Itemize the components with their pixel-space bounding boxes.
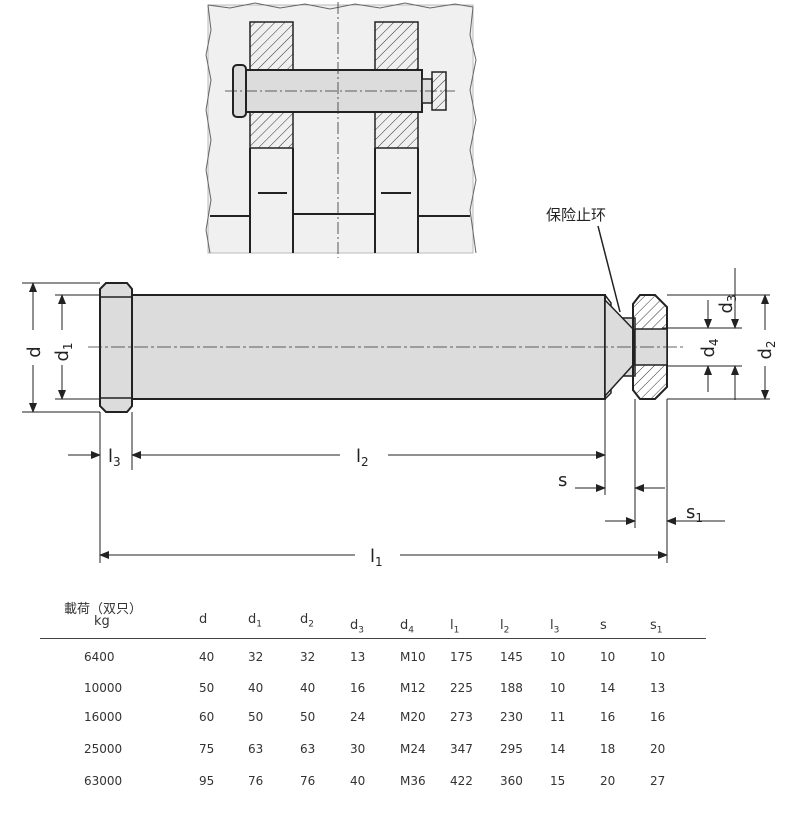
column-header-s1: s1 [650, 618, 663, 636]
dim-label-d4: d4 [698, 338, 721, 357]
cell-d4: M36 [400, 774, 426, 788]
load-cell: 16000 [84, 710, 123, 724]
cell-d: 95 [199, 774, 215, 788]
column-header-l2: l2 [500, 618, 510, 636]
dim-label-l1: l1 [370, 546, 383, 569]
cell-l1: 273 [450, 710, 473, 724]
svg-text:d2: d2 [755, 340, 778, 359]
pin-main-view [88, 225, 685, 413]
column-header-l3: l3 [550, 618, 560, 636]
dim-label-d2: d2 [755, 340, 778, 359]
cell-d3: 30 [350, 742, 366, 756]
cell-s: 18 [600, 742, 616, 756]
dim-label-d: d [24, 346, 45, 357]
cell-s: 16 [600, 710, 616, 724]
cell-d3: 13 [350, 650, 366, 664]
load-cell: 10000 [84, 681, 123, 695]
cell-d1: 40 [248, 681, 264, 695]
spec-table: 載荷（双只） kg d d1 d2 d3 d4 l1 l2 l3 s s1 6400 40 32 32 1… [0, 590, 800, 810]
cell-s1: 27 [650, 774, 666, 788]
cell-s1: 13 [650, 681, 666, 695]
svg-text:d4: d4 [698, 338, 721, 357]
load-cell: 63000 [84, 774, 123, 788]
cell-d3: 40 [350, 774, 366, 788]
cell-l2: 145 [500, 650, 523, 664]
cell-l3: 10 [550, 681, 566, 695]
cell-d: 75 [199, 742, 215, 756]
column-header-d2: d2 [300, 612, 314, 630]
cell-l2: 295 [500, 742, 523, 756]
cell-d1: 32 [248, 650, 264, 664]
cell-s: 20 [600, 774, 616, 788]
column-header-l1: l1 [450, 618, 460, 636]
cell-d1: 50 [248, 710, 264, 724]
dim-label-s: s [558, 470, 567, 491]
cell-d1: 76 [248, 774, 264, 788]
cell-d4: M12 [400, 681, 426, 695]
load-cell: 6400 [84, 650, 115, 664]
table-header-rule [40, 638, 706, 639]
retaining-ring-callout: 保险止环 [546, 206, 606, 224]
cell-d: 60 [199, 710, 215, 724]
cell-d2: 32 [300, 650, 316, 664]
column-header-d4: d4 [400, 618, 414, 636]
cell-l1: 347 [450, 742, 473, 756]
cell-l3: 15 [550, 774, 566, 788]
column-header-d: d [199, 612, 208, 627]
load-unit: kg [94, 614, 110, 629]
cell-l3: 10 [550, 650, 566, 664]
svg-text:d3: d3 [716, 294, 739, 313]
cell-d: 40 [199, 650, 215, 664]
dim-label-l3: l3 [108, 446, 121, 469]
cell-l3: 11 [550, 710, 566, 724]
cell-d3: 24 [350, 710, 366, 724]
column-header-d1: d1 [248, 612, 262, 630]
cell-d: 50 [199, 681, 215, 695]
cell-l2: 230 [500, 710, 523, 724]
load-cell: 25000 [84, 742, 123, 756]
cell-l2: 360 [500, 774, 523, 788]
dim-label-l2: l2 [356, 446, 369, 469]
dimension-lines [22, 268, 770, 563]
dim-label-d3: d3 [716, 294, 739, 313]
cell-d2: 63 [300, 742, 316, 756]
cell-s1: 10 [650, 650, 666, 664]
cell-l1: 175 [450, 650, 473, 664]
cell-d4: M10 [400, 650, 426, 664]
cell-s1: 16 [650, 710, 666, 724]
cell-s1: 20 [650, 742, 666, 756]
cell-d2: 50 [300, 710, 316, 724]
cell-d3: 16 [350, 681, 366, 695]
cell-d4: M20 [400, 710, 426, 724]
cell-l1: 225 [450, 681, 473, 695]
dim-label-s1: s1 [686, 502, 703, 525]
cell-d1: 63 [248, 742, 264, 756]
cell-d2: 76 [300, 774, 316, 788]
cell-s: 14 [600, 681, 616, 695]
load-header: 載荷（双只） [64, 602, 143, 617]
technical-drawing: 保险止环 d d1 d3 d4 d2 l3 l2 s s1 l1 [22, 2, 778, 569]
column-header-d3: d3 [350, 618, 364, 636]
assembly-detail-view [205, 2, 477, 258]
cell-l2: 188 [500, 681, 523, 695]
dim-label-d1: d1 [52, 342, 75, 361]
svg-text:d1: d1 [52, 342, 75, 361]
cell-s: 10 [600, 650, 616, 664]
column-header-s: s [600, 618, 607, 633]
cell-d2: 40 [300, 681, 316, 695]
cell-l1: 422 [450, 774, 473, 788]
cell-d4: M24 [400, 742, 426, 756]
cell-l3: 14 [550, 742, 566, 756]
